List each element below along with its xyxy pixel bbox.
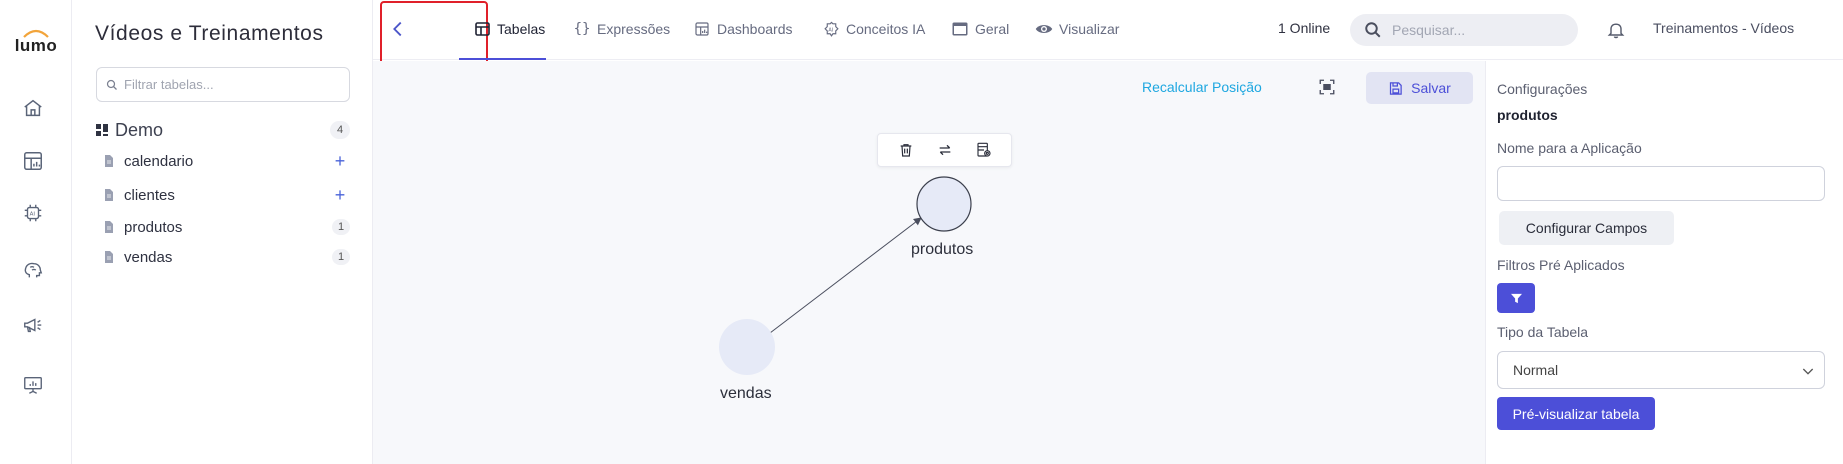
search-icon [1365,22,1381,38]
filter-icon [1510,293,1522,303]
bell-icon[interactable] [1606,19,1626,41]
node-toolbar [877,133,1012,167]
sidebar-item-count: 1 [332,249,350,265]
table-icon [473,20,491,38]
sidebar-item-label: calendario [124,152,194,170]
node-produtos[interactable] [916,176,972,232]
relationship-graph [719,176,972,375]
app-rail: lumo AI [0,0,72,464]
chevron-down-icon [1802,368,1814,375]
document-icon [105,251,113,263]
tab-label: Expressões [597,21,671,37]
tab-conceitos-ia[interactable]: AI Conceitos IA [822,17,925,41]
dashboard-icon[interactable] [20,148,46,174]
table-type-label: Tipo da Tabela [1497,324,1589,340]
svg-text:AI: AI [828,27,833,33]
node-vendas[interactable] [719,319,775,375]
sidebar-group-demo[interactable]: Demo 4 [96,119,350,141]
document-icon [105,221,113,233]
sidebar-item-count: 1 [332,219,350,235]
fit-view-icon[interactable] [1318,78,1338,98]
sidebar-item-vendas[interactable]: vendas 1 [104,247,350,267]
logo-arc-icon [23,29,49,38]
table-type-value: Normal [1513,362,1559,378]
sidebar-item-produtos[interactable]: produtos 1 [104,217,350,237]
back-chevron-icon[interactable] [387,18,409,40]
tab-label: Geral [975,21,1010,37]
document-icon [105,189,113,201]
logo[interactable]: lumo [10,28,62,56]
tab-tabelas[interactable]: Tabelas [473,17,545,41]
active-tab-underline [459,58,546,60]
section-label: Configurações [1497,81,1588,97]
save-icon [1390,81,1402,95]
window-icon [951,20,969,38]
tab-visualizar[interactable]: Visualizar [1035,17,1119,41]
table-settings-icon[interactable] [973,139,995,161]
tab-label: Dashboards [717,21,793,37]
swap-icon[interactable] [934,139,956,161]
node-label-vendas: vendas [720,385,772,402]
sidebar-item-calendario[interactable]: calendario + [104,151,350,171]
filter-tables-input[interactable] [124,77,334,92]
prefilters-label: Filtros Pré Aplicados [1497,257,1625,273]
filter-tables-field[interactable] [96,67,350,102]
ai-chip-icon[interactable]: AI [20,200,46,226]
relationship-edge[interactable] [769,217,922,334]
tab-dashboards[interactable]: Dashboards [693,17,793,41]
trash-icon[interactable] [895,139,917,161]
recalculate-position-button[interactable]: Recalcular Posição [1142,79,1262,95]
eye-icon [1035,20,1053,38]
configure-fields-button[interactable]: Configurar Campos [1499,211,1674,245]
svg-text:AI: AI [30,211,36,217]
document-icon [105,155,113,167]
brain-icon[interactable] [20,258,46,284]
sidebar-title: Vídeos e Treinamentos [95,22,324,45]
sidebar-group-label: Demo [115,119,164,140]
diagram-canvas[interactable]: produtos vendas Recalcular Posição Salva… [373,61,1485,464]
add-filter-button[interactable] [1497,283,1535,313]
app-name-label: Nome para a Aplicação [1497,140,1642,156]
table-type-select[interactable]: Normal [1497,351,1825,389]
search-input[interactable] [1392,22,1562,38]
search-field[interactable] [1350,14,1578,46]
grid-icon [96,124,108,136]
selected-table-name: produtos [1497,107,1558,123]
app-name-input[interactable] [1497,166,1825,201]
add-table-button[interactable]: + [334,151,346,171]
sidebar-item-label: vendas [124,248,173,266]
braces-icon: {} [573,21,591,37]
node-label-produtos: produtos [911,241,974,258]
workspace-selector[interactable]: Treinamentos - Vídeos [1653,20,1795,36]
dashboard-icon [693,20,711,38]
add-table-button[interactable]: + [334,185,346,205]
sidebar-item-label: clientes [124,186,175,204]
top-bar: Tabelas {} Expressões Dashboards AI Conc… [373,0,1843,73]
preview-table-button[interactable]: Pré-visualizar tabela [1497,397,1655,430]
tables-sidebar: Vídeos e Treinamentos Demo 4 calendario … [72,0,373,464]
megaphone-icon[interactable] [20,312,46,338]
save-button[interactable]: Salvar [1366,72,1473,104]
tab-geral[interactable]: Geral [951,17,1009,41]
presentation-icon[interactable] [20,372,46,398]
sidebar-item-label: produtos [124,218,183,236]
online-status: 1 Online [1278,20,1331,36]
tab-expressoes[interactable]: {} Expressões [573,17,671,41]
tab-label: Visualizar [1059,21,1120,37]
save-button-label: Salvar [1411,80,1451,96]
search-icon [106,79,117,90]
home-icon[interactable] [20,95,46,121]
logo-text: lumo [14,36,58,55]
configuration-panel: Configurações produtos Nome para a Aplic… [1485,61,1843,464]
sidebar-item-clientes[interactable]: clientes + [104,185,350,205]
ai-icon: AI [822,20,840,38]
tab-label: Conceitos IA [846,21,926,37]
tab-label: Tabelas [497,21,546,37]
sidebar-group-count: 4 [330,121,350,139]
